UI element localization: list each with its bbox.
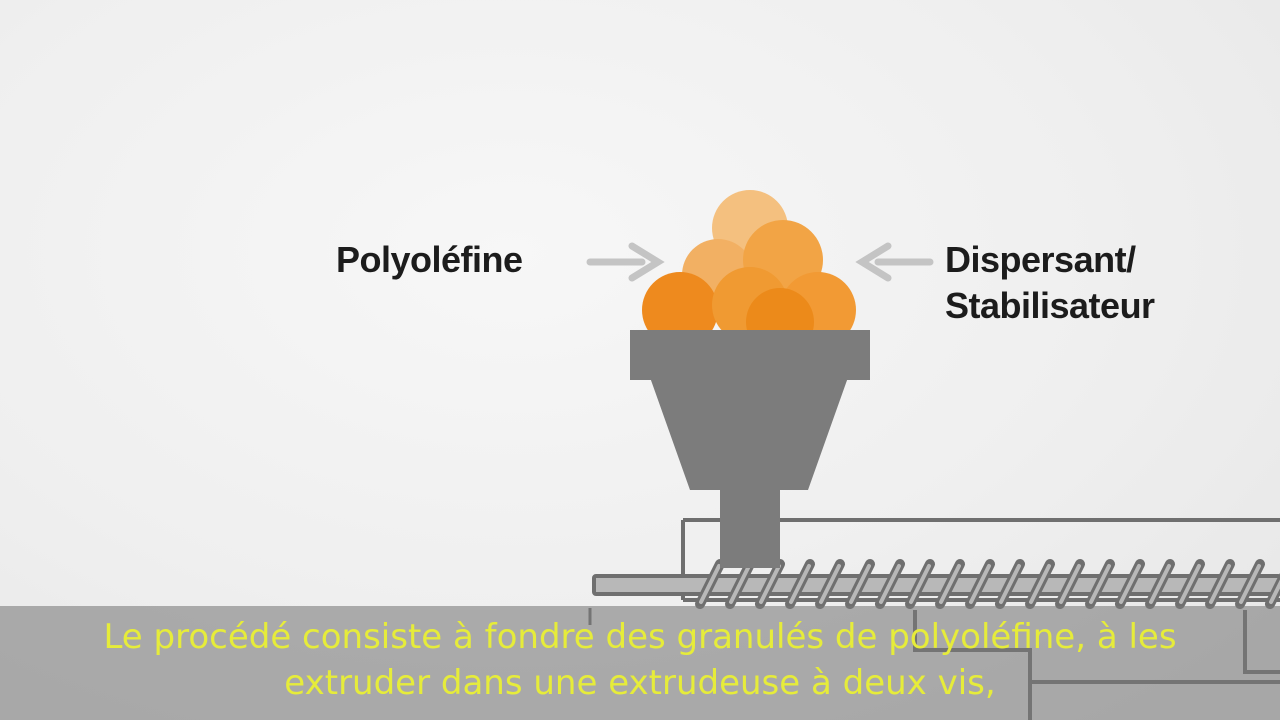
screw-flight-highlight bbox=[1269, 579, 1280, 604]
pellet-pile bbox=[630, 190, 870, 380]
screw-flight-highlight bbox=[789, 564, 811, 604]
screw-flight-highlight bbox=[1149, 564, 1171, 604]
screw-flight-highlight bbox=[999, 564, 1021, 604]
screw-flight-highlight bbox=[1179, 564, 1201, 604]
screw-flight-highlight bbox=[849, 564, 871, 604]
screw-flight-highlight bbox=[1089, 564, 1111, 604]
arrow-right-to-hopper bbox=[855, 242, 934, 282]
subtitle-line-2: extruder dans une extrudeuse à deux vis, bbox=[284, 663, 996, 703]
dispersant-stabilisateur-label: Dispersant/ Stabilisateur bbox=[945, 237, 1155, 329]
arrow-left-to-hopper bbox=[586, 242, 665, 282]
subtitle-caption: Le procédé consiste à fondre des granulé… bbox=[0, 614, 1280, 706]
screw-flight-highlight bbox=[819, 564, 841, 604]
screw-shaft bbox=[592, 574, 1280, 596]
screw-flights bbox=[695, 559, 1280, 609]
dispersant-label-line2: Stabilisateur bbox=[945, 285, 1155, 326]
hopper bbox=[636, 330, 862, 568]
screw-flight-highlight bbox=[969, 564, 991, 604]
subtitle-band bbox=[0, 606, 1280, 720]
screw-flight-highlight bbox=[1119, 564, 1141, 604]
screw-flight-highlight bbox=[699, 564, 721, 604]
screw-flight-highlight bbox=[879, 564, 901, 604]
polyolefine-label: Polyoléfine bbox=[336, 239, 523, 280]
subtitle-line-1: Le procédé consiste à fondre des granulé… bbox=[103, 617, 1177, 657]
screw-flight-highlight bbox=[1239, 564, 1261, 604]
pellet bbox=[642, 272, 718, 348]
screw-flight-highlight bbox=[729, 564, 751, 604]
screw-flight-highlight bbox=[1029, 564, 1051, 604]
dispersant-label-line1: Dispersant/ bbox=[945, 239, 1136, 280]
screw-flight-highlight bbox=[1059, 564, 1081, 604]
screw-flight-highlight bbox=[939, 564, 961, 604]
screw-flight-highlight bbox=[1209, 564, 1231, 604]
screw-flight-highlight bbox=[909, 564, 931, 604]
screw-flight-highlight bbox=[759, 564, 781, 604]
